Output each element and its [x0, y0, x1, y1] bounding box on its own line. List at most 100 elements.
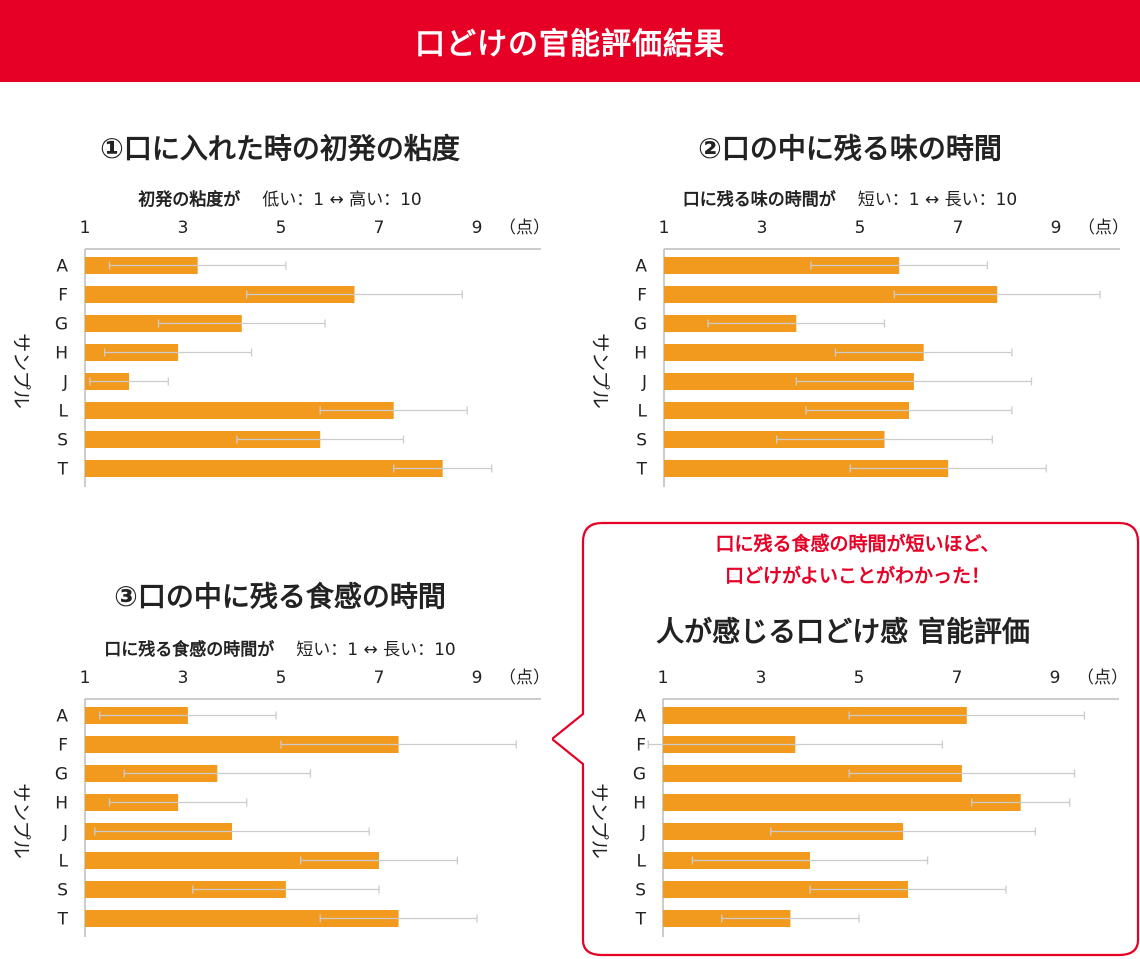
category-label: A [634, 707, 646, 727]
panel-taste-duration: ②口の中に残る味の時間 口に残る味の時間が 短い：1 ↔ 長い：10 1 3 5 7 9 （… [570, 105, 1130, 495]
category-label: F [58, 736, 68, 756]
x-tick-label: 9 [472, 218, 483, 238]
category-label: S [57, 881, 68, 901]
scale-lead: 初発の粘度が [138, 190, 241, 210]
category-label: J [640, 823, 646, 843]
category-label: L [59, 852, 69, 872]
x-tick-label: 9 [472, 668, 483, 688]
category-label: F [637, 286, 647, 306]
category-label: S [636, 431, 647, 451]
bar [85, 431, 321, 448]
x-tick-label: 1 [80, 218, 91, 238]
x-tick-label: 5 [855, 218, 866, 238]
x-tick-label: 7 [374, 218, 385, 238]
panel-title: ①口に入れた時の初発の粘度 [100, 132, 460, 165]
bar [664, 344, 924, 361]
category-label: A [635, 257, 647, 277]
panel-title: 人が感じる口どけ感 官能評価 [656, 615, 1030, 648]
x-unit-label: （点） [499, 218, 550, 238]
bar [664, 402, 909, 419]
category-label: F [636, 736, 646, 756]
x-tick-label: 5 [276, 218, 287, 238]
x-tick-label: 9 [1050, 668, 1061, 688]
category-label: L [637, 852, 647, 872]
scale-lead: 口に残る味の時間が [682, 190, 836, 210]
panel-title: ③口の中に残る食感の時間 [114, 580, 446, 613]
category-label: A [56, 257, 68, 277]
callout-frame [552, 521, 1140, 957]
category-label: S [57, 431, 68, 451]
scale-lead: 口に残る食感の時間が [104, 640, 275, 660]
panel-initial-viscosity: ①口に入れた時の初発の粘度 初発の粘度が 低い：1 ↔ 高い：10 1 3 5 7 9 （点… [0, 105, 560, 495]
category-label: F [58, 286, 68, 306]
scale-range: 短い：1 ↔ 長い：10 [857, 190, 1018, 210]
x-tick-label: 7 [952, 668, 963, 688]
category-label: H [55, 794, 68, 814]
scale-range: 短い：1 ↔ 長い：10 [296, 640, 456, 660]
category-label: J [62, 823, 68, 843]
y-axis-title: サンプル [10, 333, 32, 408]
header-title: 口どけの官能評価結果 [415, 27, 725, 62]
category-label: H [633, 794, 646, 814]
category-label: L [59, 402, 69, 422]
bar [664, 257, 900, 274]
bar [664, 286, 998, 303]
x-unit-label: （点） [1078, 218, 1129, 238]
y-axis-title: サンプル [589, 333, 611, 408]
bar [85, 402, 394, 419]
scale-description: 口に残る食感の時間が 短い：1 ↔ 長い：10 [0, 635, 560, 660]
category-label: T [57, 910, 69, 930]
callout-line-2: 口どけがよいことがわかった！ [724, 565, 991, 587]
y-axis-title: サンプル [588, 783, 610, 858]
x-unit-label: （点） [499, 668, 550, 688]
x-tick-label: 3 [756, 668, 767, 688]
category-label: J [641, 373, 647, 393]
bar [85, 852, 379, 869]
callout-border [552, 521, 1140, 957]
panel-title: ②口の中に残る味の時間 [698, 132, 1002, 165]
bar [664, 431, 885, 448]
x-tick-label: 3 [178, 668, 189, 688]
bar [664, 373, 914, 390]
category-label: H [55, 344, 68, 364]
bar [85, 910, 399, 927]
x-tick-label: 5 [854, 668, 865, 688]
x-tick-label: 1 [658, 668, 669, 688]
category-label: G [633, 765, 646, 785]
category-label: T [57, 460, 69, 480]
bar [663, 794, 1021, 811]
category-label: G [55, 765, 68, 785]
header-banner: 口どけの官能評価結果 [0, 0, 1140, 82]
bar [85, 881, 286, 898]
scale-description: 口に残る味の時間が 短い：1 ↔ 長い：10 [570, 185, 1130, 210]
x-tick-label: 1 [659, 218, 670, 238]
scale-description: 初発の粘度が 低い：1 ↔ 高い：10 [0, 185, 560, 210]
bar [85, 460, 443, 477]
bar [85, 736, 399, 753]
category-label: T [635, 910, 647, 930]
category-label: A [56, 707, 68, 727]
category-label: J [62, 373, 68, 393]
category-label: S [635, 881, 646, 901]
x-tick-label: 7 [953, 218, 964, 238]
category-label: L [638, 402, 648, 422]
y-axis-title: サンプル [10, 783, 32, 858]
x-tick-label: 1 [80, 668, 91, 688]
category-label: G [634, 315, 647, 335]
x-tick-label: 3 [178, 218, 189, 238]
x-tick-label: 9 [1051, 218, 1062, 238]
x-tick-label: 5 [276, 668, 287, 688]
x-unit-label: （点） [1077, 668, 1128, 688]
callout-message: 口に残る食感の時間が短いほど、 口どけがよいことがわかった！ [575, 528, 1140, 592]
bar [663, 881, 908, 898]
x-tick-label: 3 [757, 218, 768, 238]
category-label: G [55, 315, 68, 335]
scale-range: 低い：1 ↔ 高い：10 [262, 190, 422, 210]
callout-line-1: 口に残る食感の時間が短いほど、 [715, 533, 1000, 555]
bar [663, 707, 967, 724]
